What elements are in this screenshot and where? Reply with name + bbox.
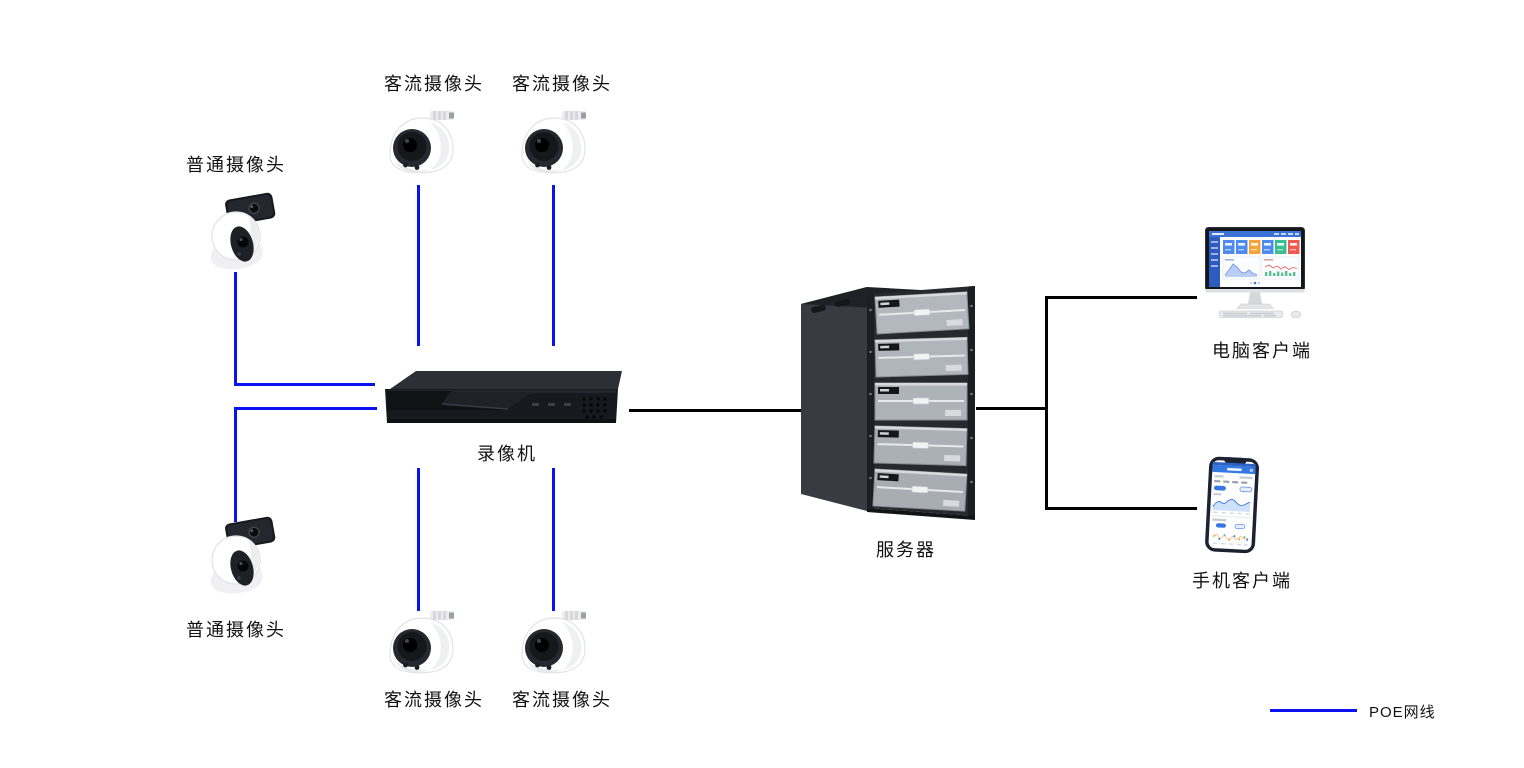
net-cable-server-junction <box>976 407 1047 410</box>
dome-camera-icon <box>389 611 454 674</box>
net-cable-to-phone <box>1045 507 1197 510</box>
mobile-client-device <box>1201 455 1264 558</box>
poe-cable-normal-bottom-horizontal <box>234 407 377 410</box>
net-cable-recorder-server <box>629 409 802 412</box>
label-normal-camera-bottom: 普通摄像头 <box>186 620 286 640</box>
label-flow-camera-bottom-left: 客流摄像头 <box>384 690 484 710</box>
recorder-device <box>380 366 628 428</box>
poe-cable-flow-top-left <box>417 185 420 346</box>
net-cable-to-pc <box>1045 296 1197 299</box>
normal-camera-top <box>198 192 278 274</box>
label-normal-camera-top: 普通摄像头 <box>186 155 286 175</box>
flow-camera-bottom-left <box>386 610 456 678</box>
normal-camera-bottom <box>198 516 278 598</box>
poe-cable-flow-bottom-right <box>552 468 555 611</box>
dome-camera-icon <box>521 111 586 174</box>
dome-camera-icon <box>521 611 586 674</box>
flow-camera-top-left <box>386 110 456 178</box>
dome-camera-icon <box>389 111 454 174</box>
nvr-recorder-icon <box>385 371 622 423</box>
flow-camera-top-right <box>518 110 588 178</box>
label-server: 服务器 <box>876 540 936 560</box>
flow-camera-bottom-right <box>518 610 588 678</box>
poe-cable-flow-bottom-left <box>417 468 420 611</box>
desktop-computer-icon <box>1205 227 1305 319</box>
server-rack-icon <box>801 286 975 520</box>
smartphone-icon <box>1205 456 1259 554</box>
label-pc-client: 电脑客户端 <box>1212 341 1312 361</box>
poe-cable-normal-top-horizontal <box>234 383 375 386</box>
label-flow-camera-top-left: 客流摄像头 <box>384 74 484 94</box>
label-flow-camera-top-right: 客流摄像头 <box>512 74 612 94</box>
poe-cable-normal-bottom-vertical <box>234 407 237 522</box>
legend-poe-line-sample <box>1270 709 1357 712</box>
label-flow-camera-bottom-right: 客流摄像头 <box>512 690 612 710</box>
label-mobile-client: 手机客户端 <box>1192 571 1292 591</box>
label-recorder: 录像机 <box>477 444 537 464</box>
server-device <box>799 280 979 522</box>
pc-client-device <box>1204 226 1308 319</box>
ptz-camera-icon <box>210 192 276 270</box>
net-cable-junction-vertical <box>1045 296 1048 510</box>
poe-cable-normal-top-vertical <box>234 272 237 386</box>
legend-poe-label: POE网线 <box>1369 704 1436 721</box>
ptz-camera-icon <box>210 516 276 594</box>
poe-cable-flow-top-right <box>552 185 555 346</box>
